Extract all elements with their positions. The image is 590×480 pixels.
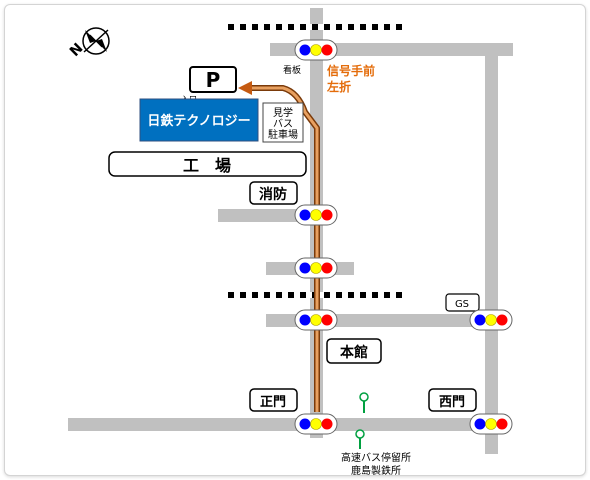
west-gate-box xyxy=(428,388,477,412)
fire-station-box xyxy=(249,181,298,205)
right-vertical-road xyxy=(485,56,498,454)
route-path xyxy=(238,81,320,412)
railway-top xyxy=(222,24,408,30)
main-gate-box xyxy=(249,388,298,412)
gas-station-label: GS xyxy=(455,299,469,310)
fire-station-label: 消防 xyxy=(259,186,287,203)
route-instruction-line-1: 信号手前 xyxy=(327,63,375,78)
route-instruction-line-2: 左折 xyxy=(326,79,351,94)
main-building-box xyxy=(326,338,382,364)
factory-label: 工 場 xyxy=(183,156,231,175)
factory-building xyxy=(108,151,307,177)
traffic-signal-middle xyxy=(294,257,338,279)
bus-stop-label-line-2: 鹿島製鉄所 xyxy=(351,464,401,477)
gas-station-box xyxy=(445,293,480,312)
traffic-signal-fire-station xyxy=(294,204,338,226)
bus-stop-icon-lower xyxy=(355,429,365,449)
bus-stop-label-line-1: 高速バス停留所 xyxy=(341,451,411,464)
company-name: 日鉄テクノロジー xyxy=(147,113,250,129)
main-building-label: 本館 xyxy=(340,344,368,361)
traffic-signal-main-building xyxy=(294,309,338,331)
bus-stop-icon-upper xyxy=(359,392,369,413)
bus-parking-box xyxy=(262,102,304,143)
bus-parking-line-2: バス xyxy=(273,118,293,130)
traffic-signal-west-gate xyxy=(469,413,513,435)
company-building xyxy=(139,98,259,142)
bus-parking-line-3: 駐車場 xyxy=(268,128,298,141)
main-gate-label: 正門 xyxy=(260,395,286,410)
traffic-signal-top xyxy=(294,39,338,61)
bottom-horizontal-road xyxy=(68,418,498,431)
route-arrow-head xyxy=(238,81,252,95)
compass-icon: N xyxy=(67,27,110,60)
bus-parking-line-1: 見学 xyxy=(273,106,293,119)
parking-sign xyxy=(189,66,237,93)
parking-symbol: P xyxy=(206,68,221,92)
traffic-signal-main-gate xyxy=(294,413,338,435)
signboard-label: 看板 xyxy=(283,64,301,76)
west-gate-label: 西門 xyxy=(439,395,465,410)
traffic-signal-gas-station xyxy=(469,309,513,331)
